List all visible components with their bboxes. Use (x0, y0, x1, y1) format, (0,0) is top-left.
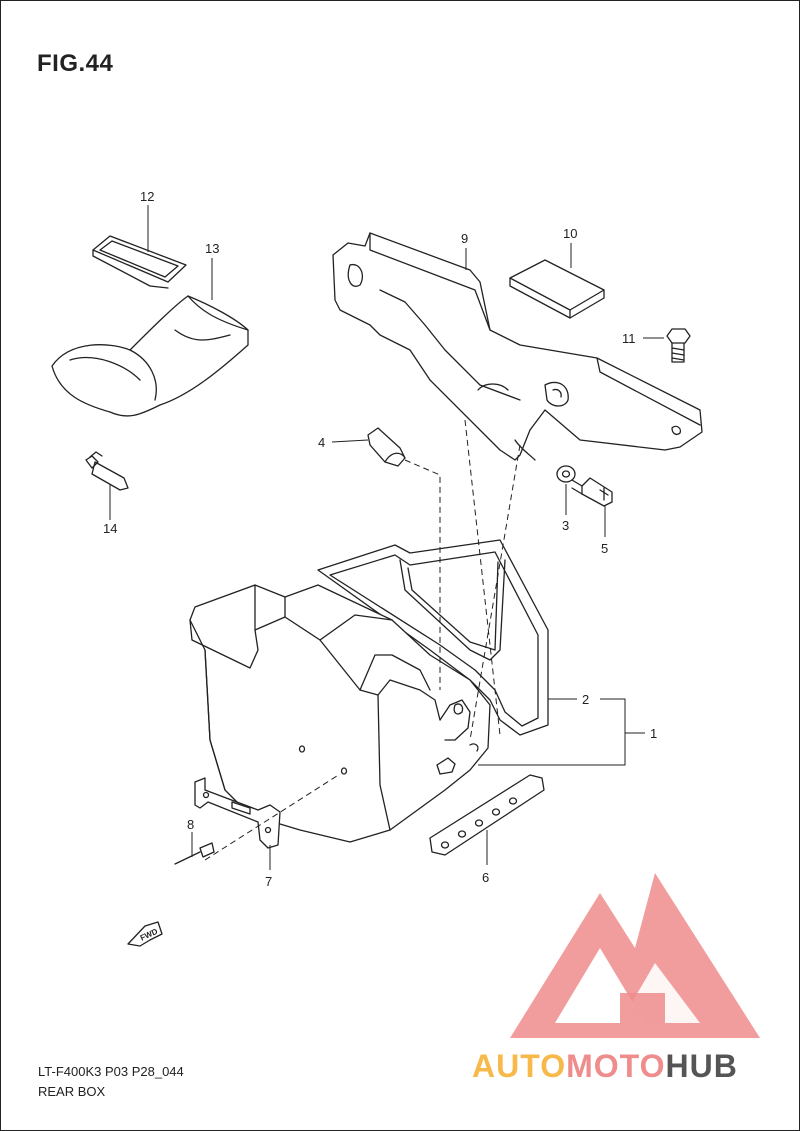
callout-14: 14 (103, 521, 117, 536)
part-7-bracket (194, 777, 281, 849)
watermark-brand: AUTOMOTOHUB (472, 1048, 738, 1085)
callout-3: 3 (562, 518, 569, 533)
callout-labels: 12 13 9 10 11 4 3 5 2 1 6 7 8 14 (103, 189, 657, 889)
callout-1: 1 (650, 726, 657, 741)
part-12-strap (92, 235, 187, 289)
part-14-stopper (85, 451, 129, 491)
model-code: LT-F400K3 P03 P28_044 (38, 1064, 184, 1079)
watermark-logo-icon (510, 873, 760, 1038)
fwd-arrow: FWD (127, 921, 163, 947)
brand-part-auto: AUTO (472, 1048, 567, 1084)
callout-8: 8 (187, 817, 194, 832)
part-group-name: REAR BOX (38, 1084, 106, 1099)
part-5-bolt (571, 477, 613, 507)
part-4-collar (367, 427, 406, 467)
callout-5: 5 (601, 541, 608, 556)
callout-13: 13 (205, 241, 219, 256)
figure-title: FIG.44 (37, 50, 114, 77)
part-13-pouch (51, 295, 249, 417)
brand-part-moto: MOTO (566, 1048, 666, 1084)
callout-9: 9 (461, 231, 468, 246)
part-11-bolt (666, 328, 691, 363)
callout-11: 11 (622, 331, 636, 346)
alignment-lines (204, 419, 521, 861)
callout-4: 4 (318, 435, 325, 450)
part-3-washer (556, 465, 576, 483)
part-9-bracket (332, 232, 703, 461)
part-1-rear-box (189, 584, 491, 843)
part-10-pad (509, 259, 605, 319)
leader-lines (109, 205, 664, 870)
callout-7: 7 (265, 874, 272, 889)
part-8-rivet (174, 842, 215, 865)
callout-2: 2 (582, 692, 589, 707)
brand-part-hub: HUB (665, 1048, 738, 1084)
part-6-plate (429, 774, 545, 856)
part-2-seal (317, 539, 549, 736)
callout-10: 10 (563, 226, 577, 241)
callout-6: 6 (482, 870, 489, 885)
callout-12: 12 (140, 189, 154, 204)
